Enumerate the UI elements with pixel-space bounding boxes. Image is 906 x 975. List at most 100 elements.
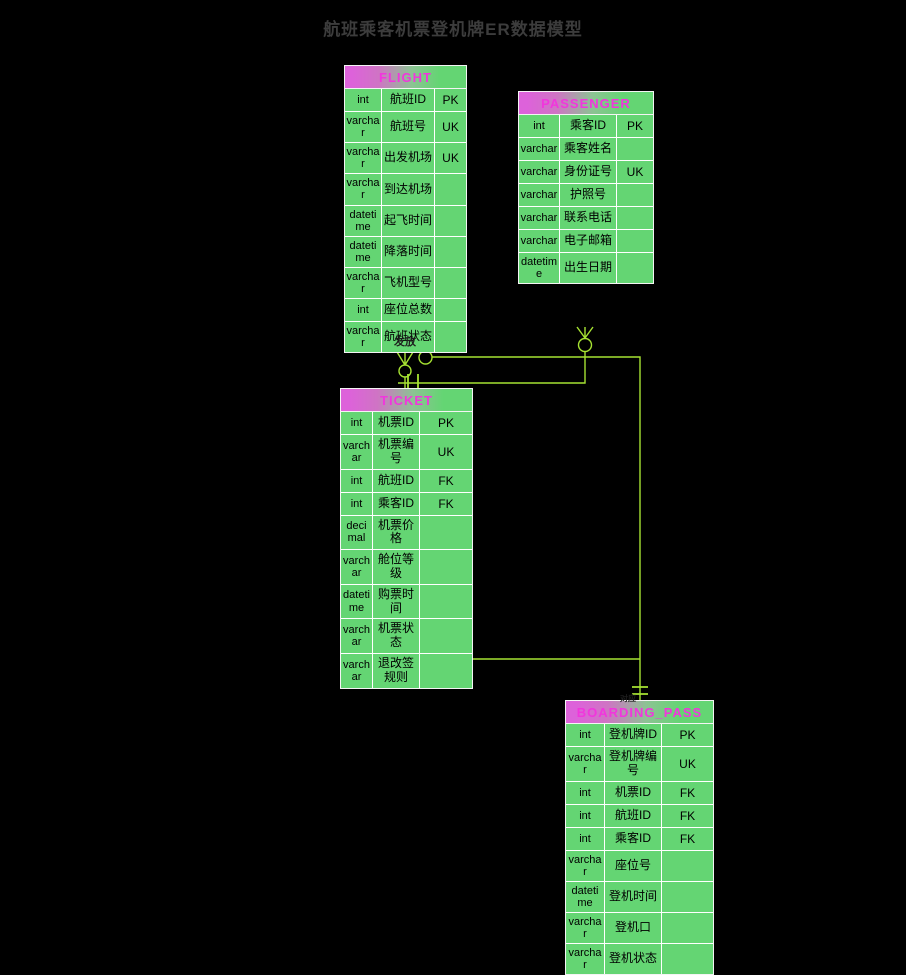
attr-name-cell: 舱位等级 bbox=[373, 550, 419, 584]
attr-name-cell: 乘客ID bbox=[373, 492, 419, 515]
attr-key-cell: PK bbox=[435, 89, 466, 111]
attr-name-cell: 登机状态 bbox=[605, 944, 661, 975]
attr-key-cell: FK bbox=[662, 827, 713, 850]
attr-name-cell: 起飞时间 bbox=[382, 205, 434, 236]
attr-type-cell: int bbox=[341, 492, 372, 515]
attr-name-cell: 身份证号 bbox=[560, 161, 616, 183]
edge-flight-ticket bbox=[396, 351, 414, 389]
attr-name-cell: 座位总数 bbox=[382, 299, 434, 322]
attr-key-cell: UK bbox=[435, 112, 466, 143]
attr-key-cell bbox=[662, 944, 713, 975]
attr-type-cell: varchar bbox=[345, 322, 381, 353]
attr-key-cell bbox=[420, 653, 472, 688]
attr-type-cell: int bbox=[345, 89, 381, 111]
attr-name-cell: 航班号 bbox=[382, 112, 434, 143]
attr-key-cell: FK bbox=[662, 804, 713, 827]
attr-type-cell: varchar bbox=[341, 435, 372, 469]
attr-name-cell: 联系电话 bbox=[560, 207, 616, 229]
attr-key-cell bbox=[420, 584, 472, 619]
attr-type-cell: int bbox=[345, 299, 381, 322]
attr-type-cell: int bbox=[566, 724, 604, 746]
attr-name-cell: 登机时间 bbox=[605, 881, 661, 912]
entity-header-passenger: PASSENGER bbox=[519, 92, 653, 115]
attr-name-cell: 登机牌编号 bbox=[605, 747, 661, 781]
attr-name-cell: 飞机型号 bbox=[382, 267, 434, 299]
attr-type-cell: datetime bbox=[345, 236, 381, 267]
attr-name-cell: 航班ID bbox=[373, 469, 419, 492]
attr-type-cell: varchar bbox=[519, 184, 559, 206]
attr-name-cell: 登机口 bbox=[605, 912, 661, 944]
attr-key-cell: PK bbox=[617, 115, 653, 137]
attr-type-cell: datetime bbox=[519, 253, 559, 284]
attr-name-cell: 乘客姓名 bbox=[560, 138, 616, 160]
attr-type-cell: datetime bbox=[341, 584, 372, 619]
attr-key-cell bbox=[435, 267, 466, 299]
attr-key-cell bbox=[617, 184, 653, 206]
attr-key-cell bbox=[435, 174, 466, 205]
attr-name-cell: 退改签规则 bbox=[373, 653, 419, 688]
attr-key-cell bbox=[662, 912, 713, 944]
attr-key-cell: UK bbox=[662, 747, 713, 781]
attr-name-cell: 机票ID bbox=[373, 412, 419, 434]
attr-type-cell: varchar bbox=[341, 550, 372, 584]
attr-key-cell bbox=[435, 299, 466, 322]
attr-type-cell: varchar bbox=[519, 138, 559, 160]
attr-type-cell: int bbox=[566, 804, 604, 827]
attr-name-cell: 航班ID bbox=[605, 804, 661, 827]
attr-type-cell: int bbox=[341, 469, 372, 492]
attr-name-cell: 机票编号 bbox=[373, 435, 419, 469]
attr-name-cell: 机票ID bbox=[605, 781, 661, 804]
attr-type-cell: int bbox=[566, 781, 604, 804]
attr-type-cell: varchar bbox=[345, 174, 381, 205]
attr-name-cell: 航班状态 bbox=[382, 322, 434, 353]
attr-name-cell: 出发机场 bbox=[382, 143, 434, 174]
attr-key-cell bbox=[435, 205, 466, 236]
attr-type-cell: decimal bbox=[341, 515, 372, 550]
attr-type-cell: varchar bbox=[519, 161, 559, 183]
relationship-label-issue: 发放 bbox=[394, 336, 416, 348]
attr-key-cell bbox=[420, 619, 472, 653]
attr-type-cell: varchar bbox=[341, 653, 372, 688]
attr-key-cell: FK bbox=[420, 492, 472, 515]
attr-name-cell: 机票价格 bbox=[373, 515, 419, 550]
attr-type-cell: varchar bbox=[345, 112, 381, 143]
page-title: 航班乘客机票登机牌ER数据模型 bbox=[323, 20, 583, 39]
attr-type-cell: datetime bbox=[566, 881, 604, 912]
attr-key-cell bbox=[617, 253, 653, 284]
attr-name-cell: 出生日期 bbox=[560, 253, 616, 284]
attr-name-cell: 降落时间 bbox=[382, 236, 434, 267]
attr-type-cell: varchar bbox=[566, 850, 604, 881]
attr-type-cell: varchar bbox=[566, 912, 604, 944]
attr-name-cell: 登机牌ID bbox=[605, 724, 661, 746]
attr-type-cell: varchar bbox=[341, 619, 372, 653]
attr-type-cell: varchar bbox=[566, 747, 604, 781]
attr-key-cell bbox=[662, 881, 713, 912]
entity-header-ticket: TICKET bbox=[341, 389, 472, 412]
attr-key-cell bbox=[435, 322, 466, 353]
attr-type-cell: varchar bbox=[345, 143, 381, 174]
attr-key-cell bbox=[420, 550, 472, 584]
attr-name-cell: 乘客ID bbox=[560, 115, 616, 137]
attr-name-cell: 航班ID bbox=[382, 89, 434, 111]
attr-key-cell bbox=[617, 207, 653, 229]
attr-key-cell bbox=[617, 138, 653, 160]
attr-name-cell: 护照号 bbox=[560, 184, 616, 206]
attr-key-cell: UK bbox=[617, 161, 653, 183]
attr-type-cell: int bbox=[566, 827, 604, 850]
entity-header-boarding-pass: BOARDING_PASS bbox=[566, 701, 713, 724]
attr-type-cell: int bbox=[341, 412, 372, 434]
attr-name-cell: 座位号 bbox=[605, 850, 661, 881]
attr-key-cell bbox=[662, 850, 713, 881]
attr-type-cell: varchar bbox=[566, 944, 604, 975]
attr-key-cell: UK bbox=[420, 435, 472, 469]
attr-type-cell: varchar bbox=[519, 230, 559, 252]
attr-key-cell: FK bbox=[420, 469, 472, 492]
attr-name-cell: 机票状态 bbox=[373, 619, 419, 653]
